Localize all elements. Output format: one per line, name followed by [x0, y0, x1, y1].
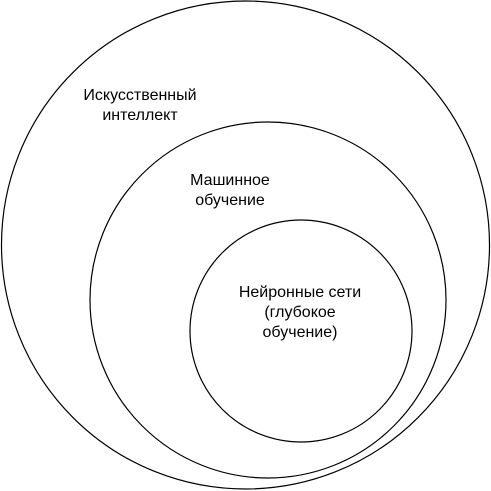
circle-machine-learning [89, 121, 447, 479]
label-line: Машинное [190, 172, 270, 189]
label-line: интеллект [102, 107, 178, 124]
circle-neural-networks [189, 219, 413, 443]
label-line: Нейронные сети [238, 284, 362, 301]
label-line: Искусственный [83, 87, 197, 104]
label-neural-networks: Нейронные сети (глубокое обучение) [210, 283, 390, 343]
label-line: обучение) [262, 324, 338, 341]
label-machine-learning: Машинное обучение [160, 171, 300, 211]
label-line: обучение [195, 192, 265, 209]
label-artificial-intelligence: Искусственный интеллект [60, 86, 220, 126]
label-line: (глубокое [264, 304, 336, 321]
